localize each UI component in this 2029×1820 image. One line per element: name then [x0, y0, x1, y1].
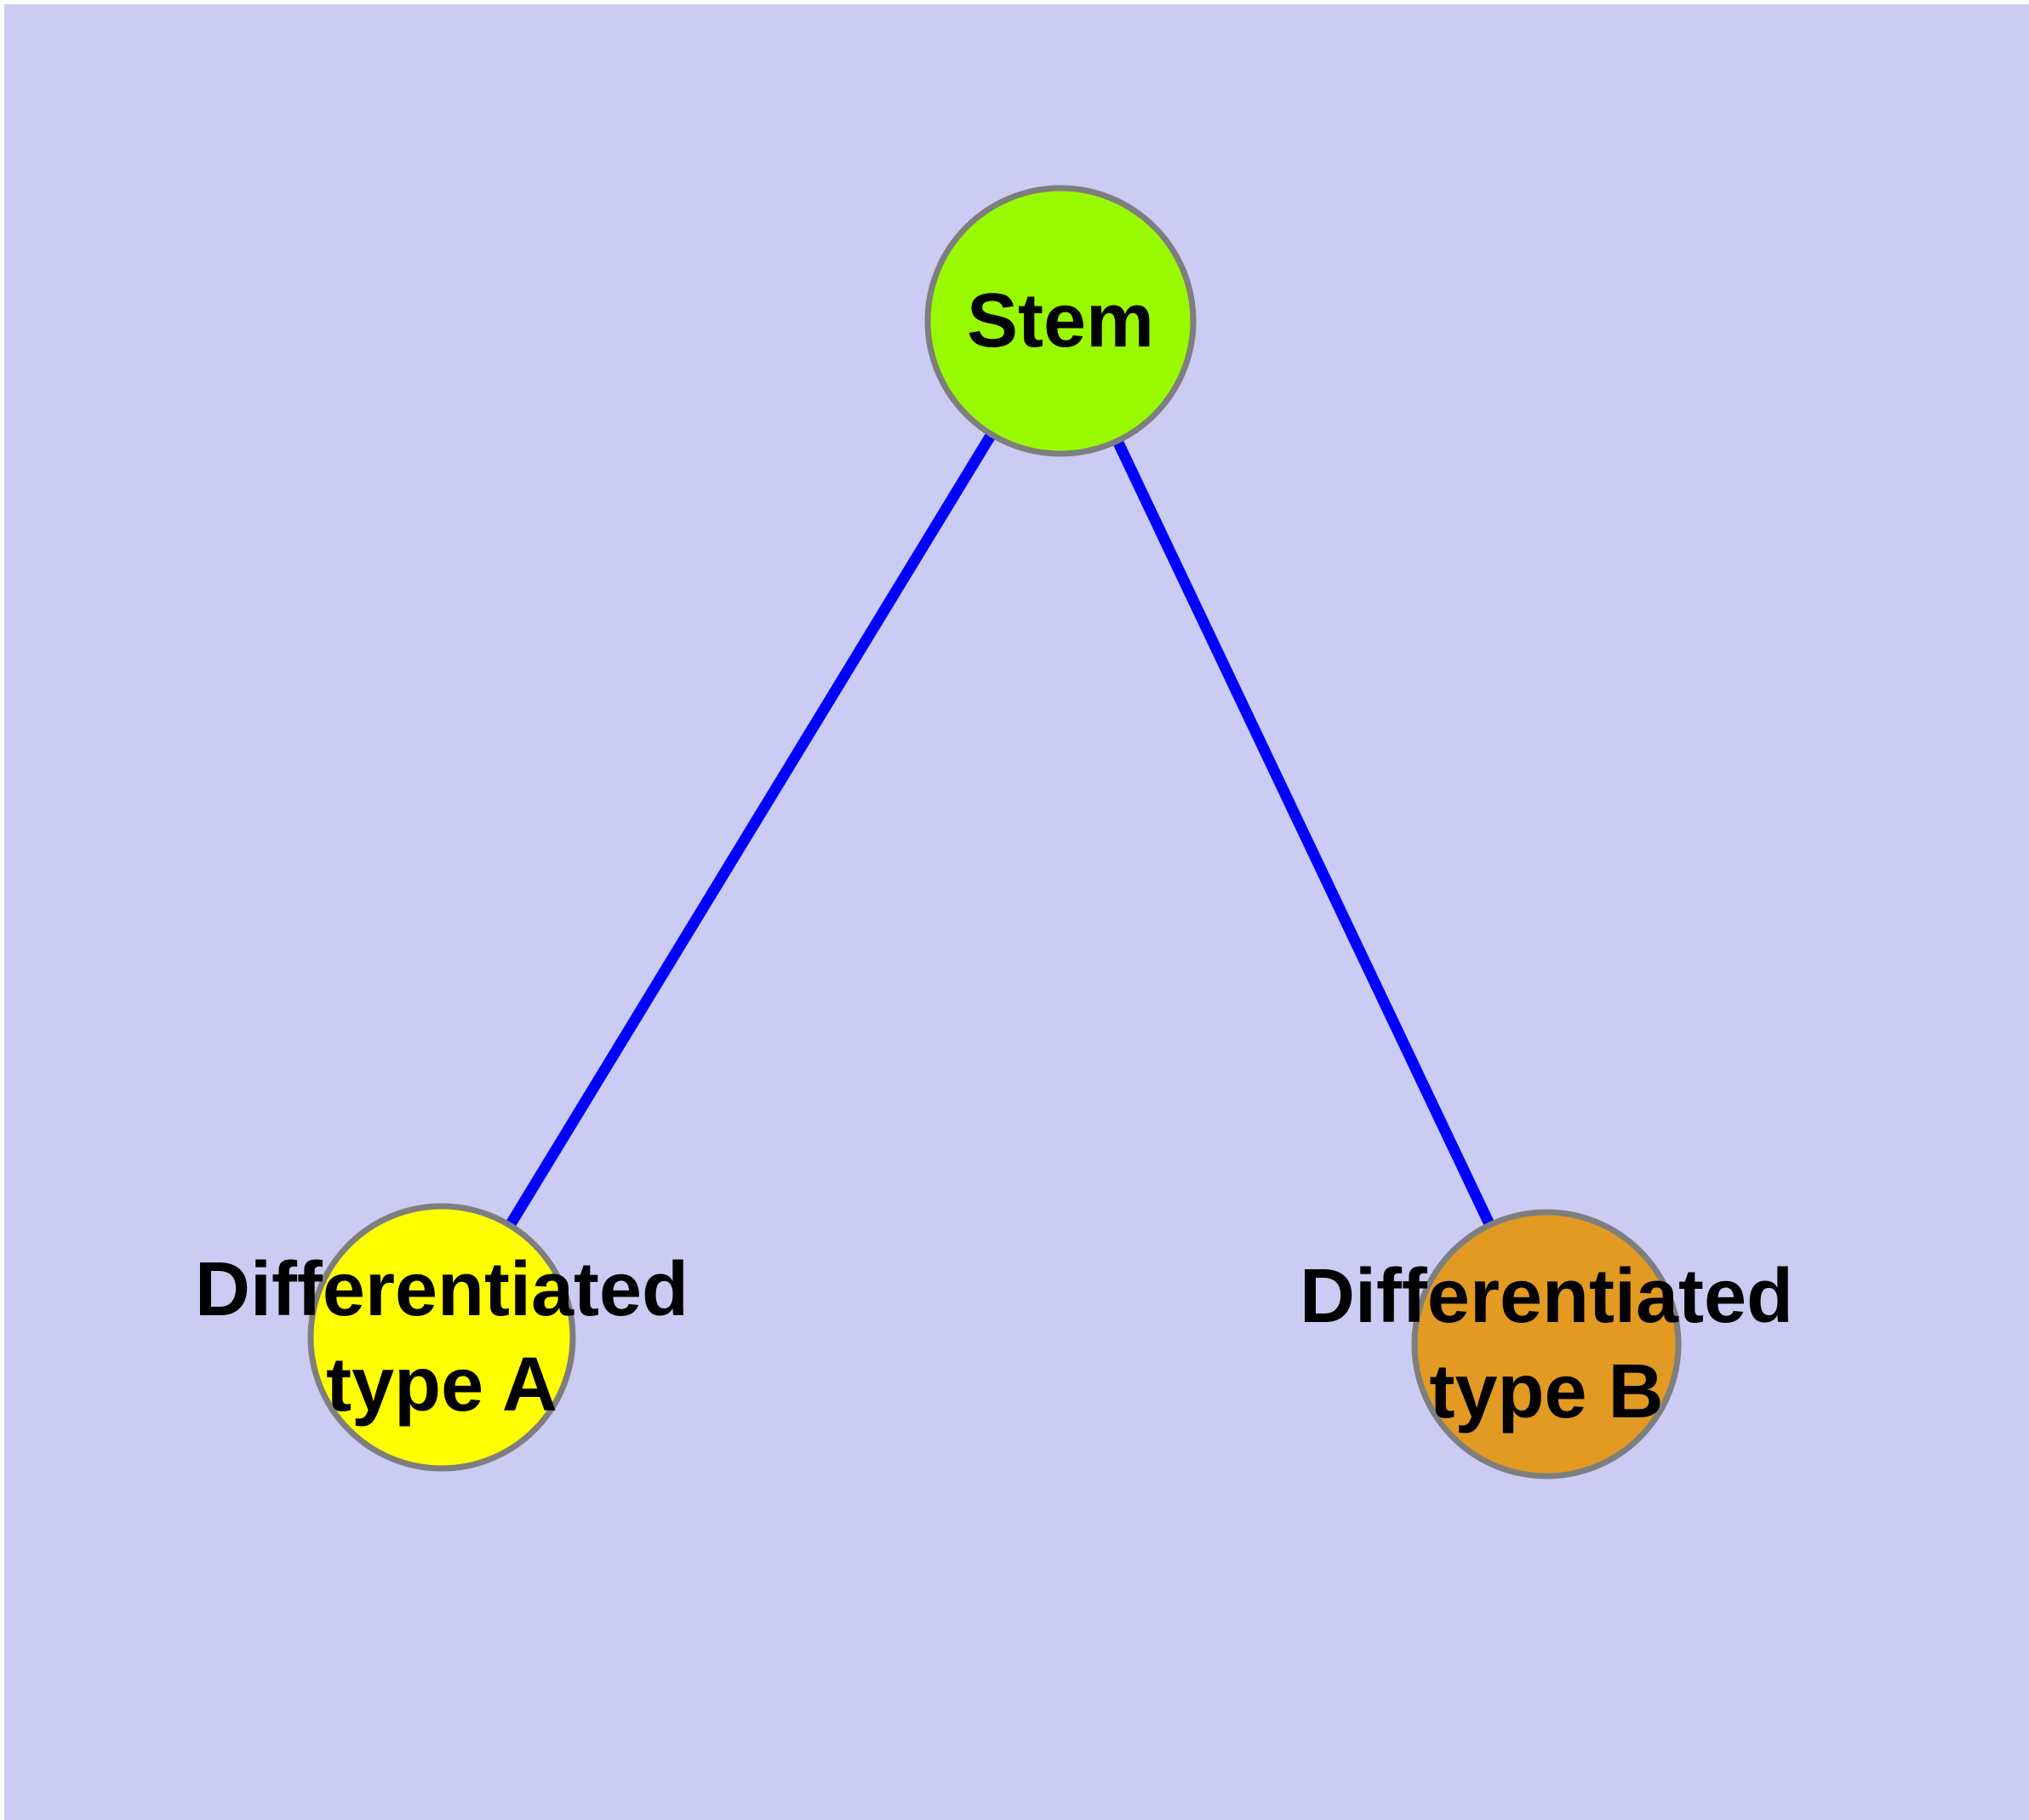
- node-differentiated-type-a: [307, 1203, 576, 1472]
- node-differentiated-type-b: [1411, 1209, 1682, 1479]
- node-stem: [924, 185, 1197, 457]
- node-label-differentiated-type-a-line-2: type A: [326, 1342, 557, 1428]
- node-label-stem-line-1: Stem: [967, 278, 1154, 363]
- node-label-differentiated-type-b-line-2: type B: [1429, 1349, 1663, 1434]
- edge-stem-to-differentiated-type-a: [437, 318, 1066, 1341]
- node-label-differentiated-type-b-line-1: Differentiated: [1300, 1254, 1793, 1339]
- edge-stem-to-differentiated-type-b: [1055, 318, 1552, 1347]
- node-label-differentiated-type-a-line-1: Differentiated: [195, 1247, 689, 1332]
